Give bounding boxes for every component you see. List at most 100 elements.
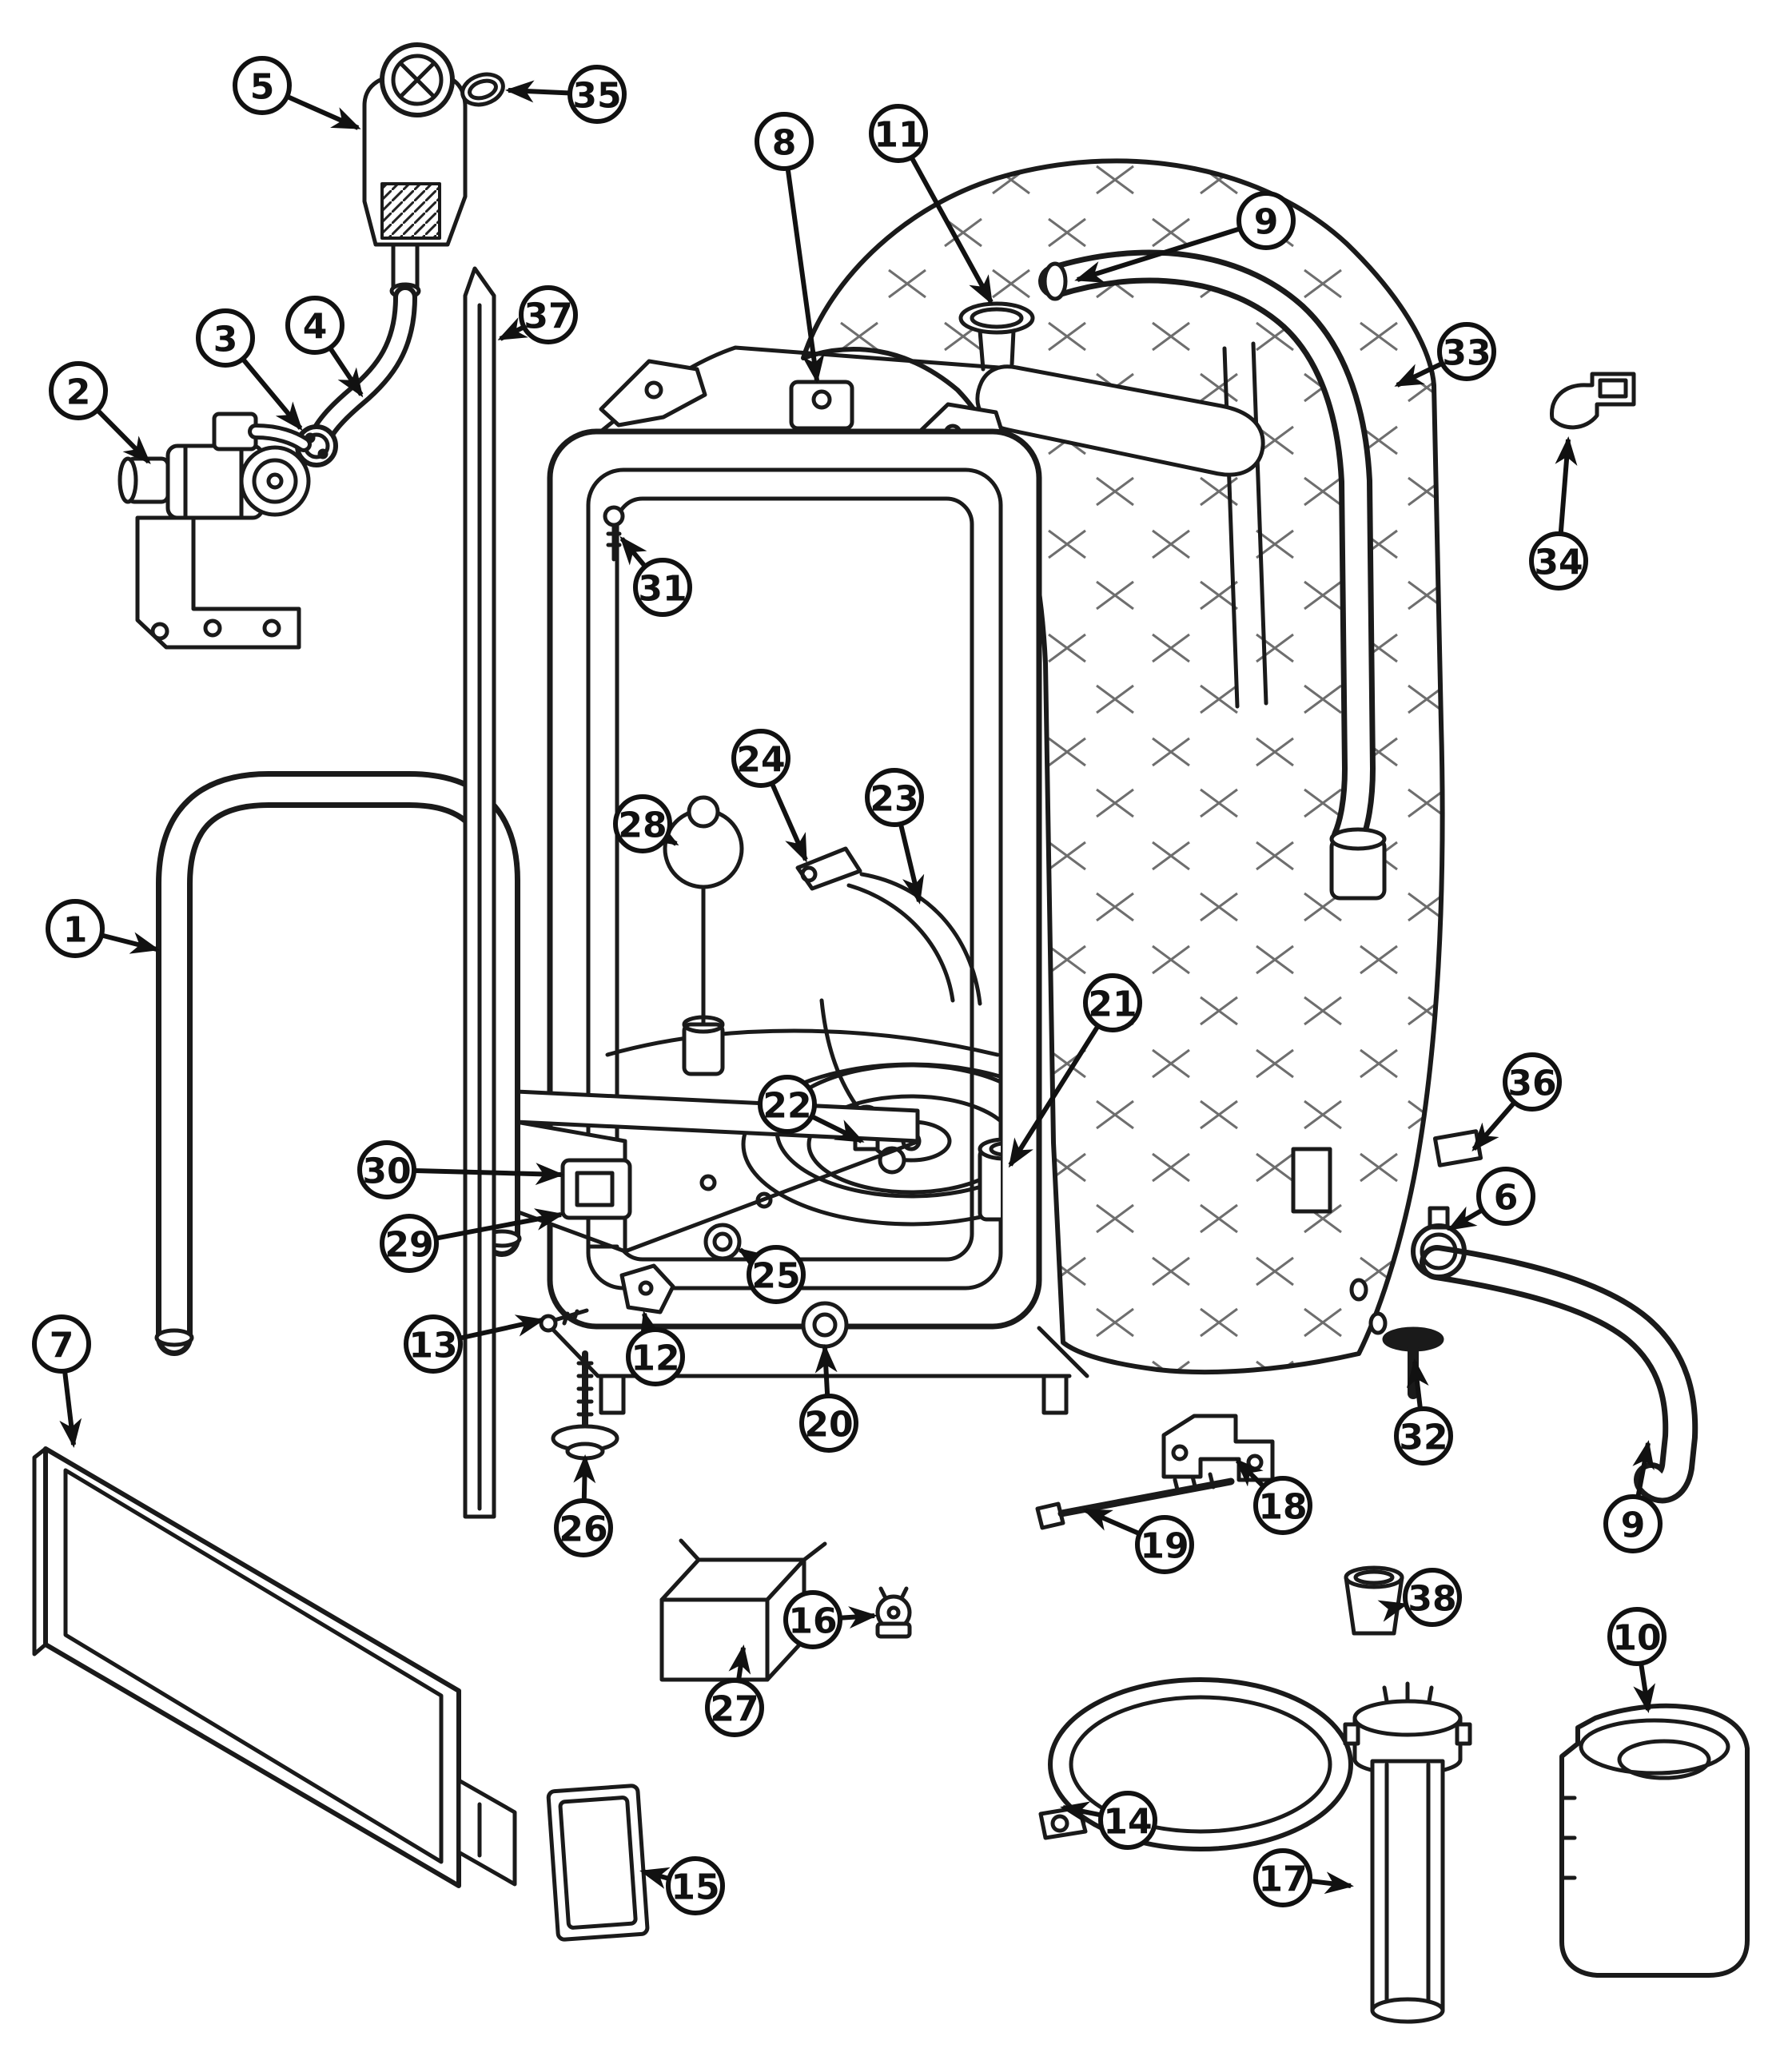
callout-number: 32 [1399,1418,1448,1458]
callout-22: 22 [758,1075,865,1143]
callout-number: 27 [710,1689,759,1730]
callout-leader [1074,226,1240,283]
callout-number: 19 [1140,1526,1189,1567]
callout-bubble [755,112,814,171]
latch-clip [619,1263,675,1314]
filter-tower [1343,1681,1472,2024]
callout-leader [1632,1440,1655,1497]
callout-bubble [285,296,344,355]
callout-14: 14 [1060,1791,1157,1850]
callout-3: 3 [196,308,303,432]
callout-bubble [196,308,255,368]
callout-number: 33 [1442,333,1491,374]
inlet-fitting [978,1137,1001,1222]
tub-screw [603,505,625,562]
callout-bubble [1236,191,1296,250]
callout-leader [770,783,808,863]
callout-number: 22 [763,1086,811,1127]
callout-26: 26 [554,1454,613,1557]
drain-hose [1420,1245,1698,1504]
callout-number: 14 [1103,1802,1152,1843]
callout-4: 4 [285,296,364,398]
float-switch-arm [795,846,862,891]
callout-bubble [1476,1167,1535,1226]
callout-number: 37 [524,296,572,337]
callout-36: 36 [1471,1052,1562,1152]
callout-8: 8 [755,112,825,384]
callout-leader [436,1208,564,1241]
callout-leader [648,821,679,846]
callout-bubble [46,899,105,958]
callout-bubble [380,1214,439,1273]
callout-5: 5 [233,56,361,130]
callout-bubble [783,1590,842,1649]
callout-number: 7 [50,1326,74,1366]
callout-leader [505,80,569,103]
callout-bubble [404,1314,463,1374]
callout-30: 30 [357,1140,564,1199]
callout-bubble [626,1327,685,1386]
callout-number: 13 [408,1326,457,1366]
callout-bubble [869,104,928,163]
callout-leader [898,825,925,905]
callout-bubble [1098,1791,1157,1850]
callout-20: 20 [799,1344,858,1453]
cap-insert [1344,1565,1404,1636]
callout-24: 24 [731,729,808,863]
callout-leader [910,157,994,305]
callout-leader [573,1454,596,1500]
callout-10: 10 [1607,1607,1667,1713]
callout-number: 31 [638,569,687,610]
callout-bubble [1253,1476,1312,1535]
callout-number: 9 [1254,202,1279,243]
callout-number: 16 [788,1601,837,1642]
callout-leader [639,1310,662,1342]
callout-leader [728,1644,751,1680]
callout-number: 36 [1507,1064,1556,1104]
callout-bubble [705,1678,764,1737]
callout-leader [287,94,361,130]
callout-number: 11 [874,115,922,156]
callout-bubble [32,1314,91,1374]
callout-33: 33 [1394,322,1496,388]
callout-number: 24 [736,740,785,781]
side-seal-strip [463,266,496,1519]
callout-12: 12 [626,1310,685,1386]
callout-35: 35 [505,65,627,124]
callout-number: 35 [572,76,621,117]
callout-bubble [633,558,692,617]
callout-bubble [1135,1515,1194,1574]
callout-leader [639,1867,671,1889]
callout-number: 6 [1494,1178,1519,1219]
callout-leader [415,1163,564,1186]
callout-leader [785,169,825,384]
callout-number: 18 [1258,1487,1307,1528]
callout-bubble [1607,1607,1667,1666]
water-inlet-valve [117,412,312,650]
callout-21: 21 [1008,973,1142,1168]
drain-plug [1382,1326,1444,1399]
callout-number: 26 [559,1509,607,1550]
callout-bubble [758,1075,817,1134]
callout-leader [1406,1358,1429,1408]
callout-number: 8 [772,123,797,164]
mount-bracket [1161,1414,1275,1482]
callout-bubble [1529,531,1588,591]
mount-bolt [1035,1472,1235,1530]
door-latch [560,1158,632,1249]
callout-leader [814,1344,838,1395]
callout-bubble [865,768,924,827]
callout-19: 19 [1082,1508,1194,1574]
callout-leader [1633,1664,1656,1713]
callout-leader [1471,1102,1515,1152]
callout-bubble [49,361,108,420]
callout-7: 7 [32,1314,91,1448]
callout-number: 5 [250,67,275,108]
callout-leader [460,1314,545,1341]
callout-leader [811,1115,865,1143]
callout-6: 6 [1447,1167,1535,1231]
callout-bubble [747,1245,806,1304]
callout-number: 17 [1258,1859,1307,1900]
callout-leader [97,409,151,464]
callout-bubble [1603,1494,1663,1553]
